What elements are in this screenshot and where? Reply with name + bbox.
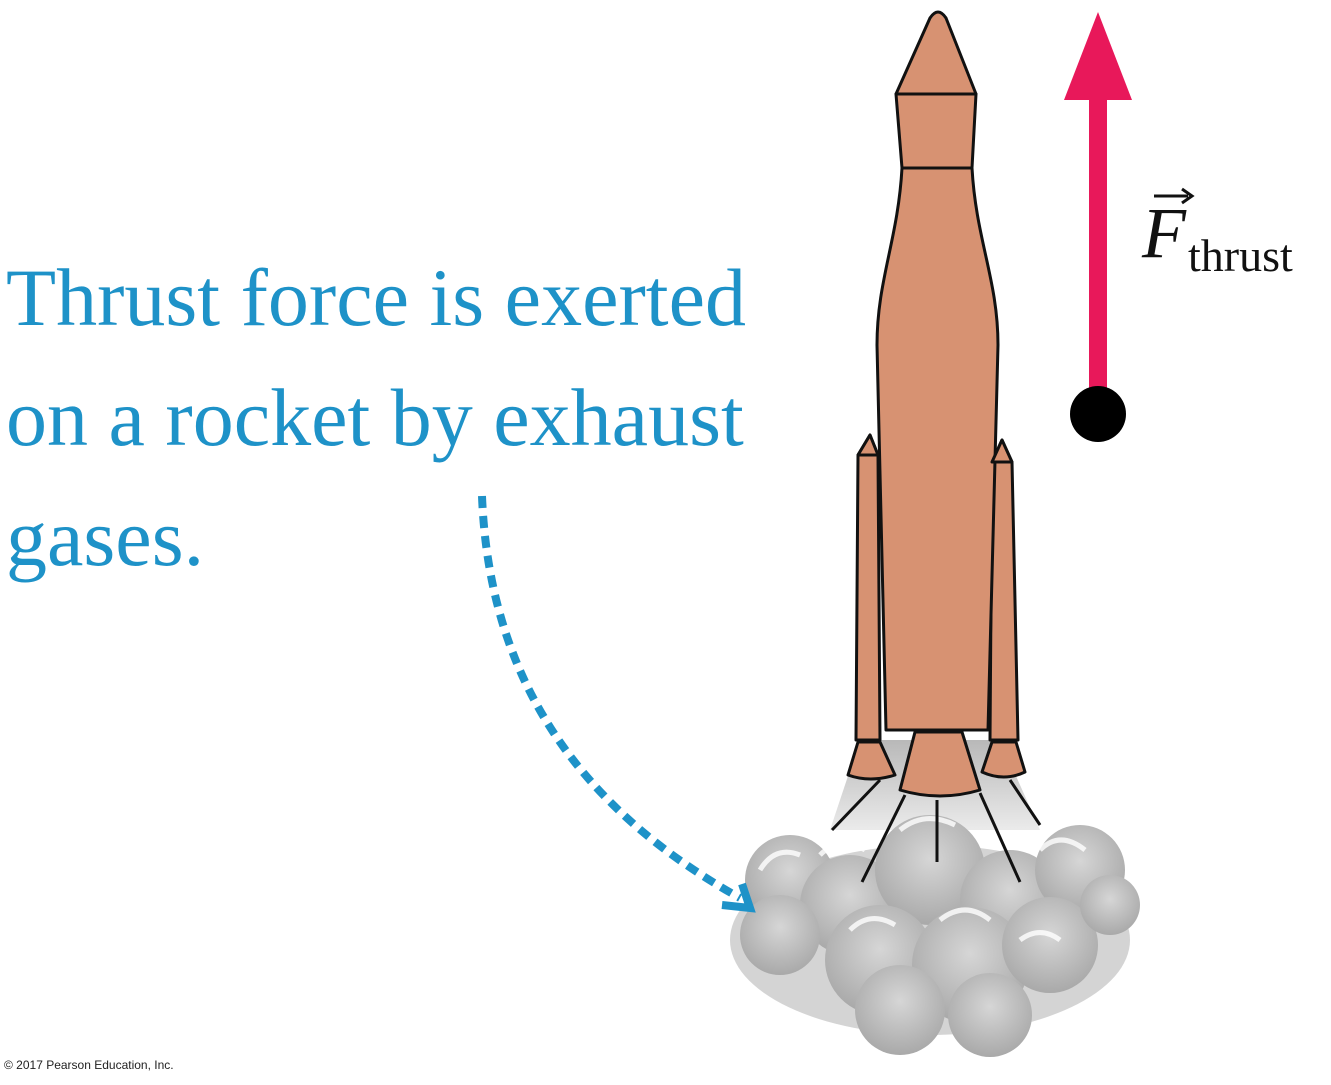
caption-line-3: gases. xyxy=(6,492,205,583)
left-booster xyxy=(854,433,882,742)
thrust-arrowhead xyxy=(1064,12,1132,100)
vector-arrow-icon xyxy=(1154,187,1195,205)
thrust-force-vector xyxy=(1064,12,1132,442)
force-application-point xyxy=(1070,386,1126,442)
right-nozzle xyxy=(980,740,1027,779)
copyright-notice: © 2017 Pearson Education, Inc. xyxy=(4,1058,174,1072)
rocket-upper-section xyxy=(894,92,978,170)
caption-text: Thrust force is exerted on a rocket by e… xyxy=(6,238,826,598)
thrust-force-label: F thrust xyxy=(1142,187,1293,281)
force-symbol-letter: F xyxy=(1142,193,1186,273)
dotted-arrowhead xyxy=(721,882,756,913)
exhaust-streaks xyxy=(830,778,1042,883)
force-symbol: F xyxy=(1142,187,1195,275)
caption-line-2: on a rocket by exhaust xyxy=(6,372,744,463)
dotted-pointer-arrow xyxy=(478,495,756,913)
center-nozzle xyxy=(898,730,982,798)
rocket xyxy=(846,10,1027,798)
rocket-body xyxy=(875,166,1000,732)
force-subscript: thrust xyxy=(1187,230,1293,281)
caption-line-1: Thrust force is exerted xyxy=(6,252,746,343)
nose-cone xyxy=(894,10,978,96)
exhaust-smoke-cloud xyxy=(730,815,1140,1057)
left-nozzle xyxy=(846,740,897,781)
